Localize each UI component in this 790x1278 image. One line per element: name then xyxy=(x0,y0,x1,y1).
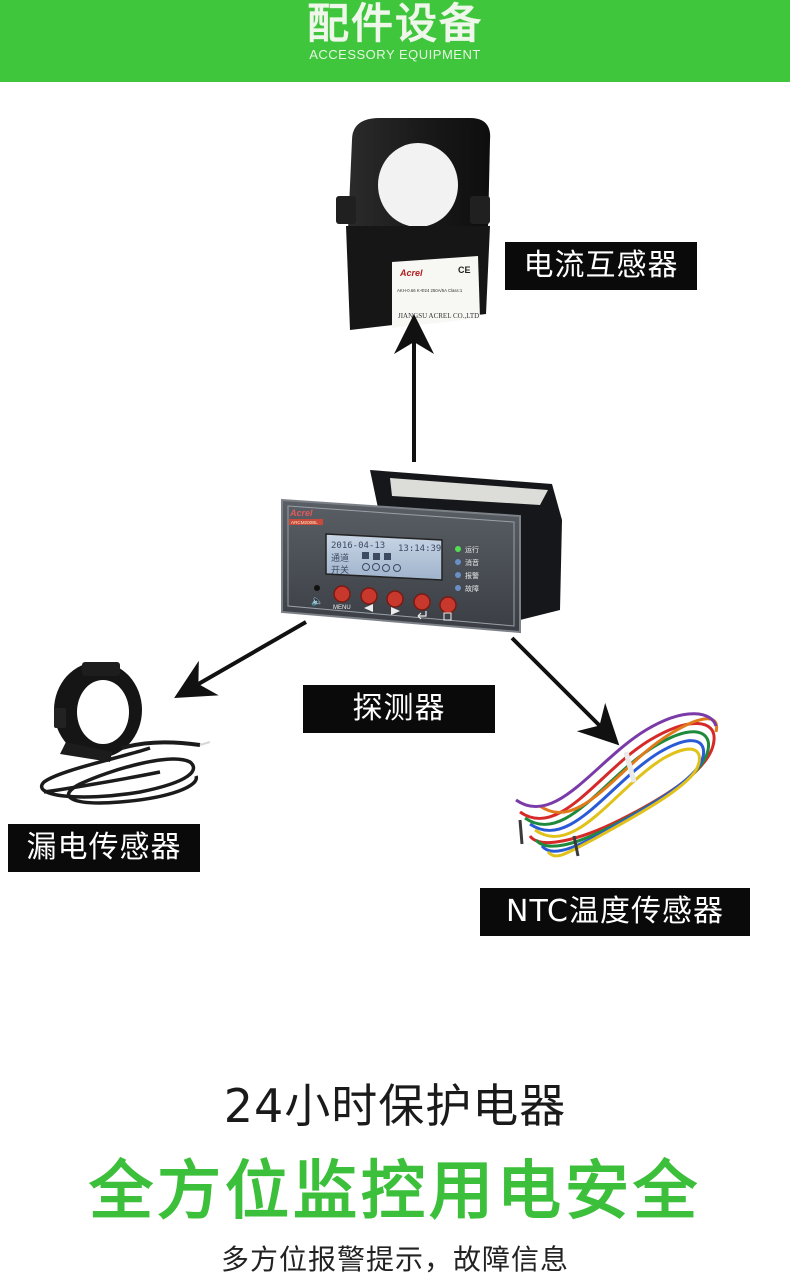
indicator-leds: 运行 消音 报警 故障 xyxy=(455,545,479,593)
ct-nameplate xyxy=(392,256,480,328)
ct-maker: JIANGSU ACREL CO.,LTD xyxy=(398,312,479,320)
buzzer-hole xyxy=(314,585,320,591)
label-detector: 探测器 xyxy=(303,685,495,733)
right-key xyxy=(386,590,404,608)
ct-ce-mark: CE xyxy=(458,265,471,275)
slogan-line3: 多方位报警提示，故障信息 xyxy=(220,1243,569,1276)
banner-title: 配件设备 xyxy=(306,0,483,48)
arrow-to-ntc-sensor xyxy=(510,636,620,746)
leakage-sensor-image xyxy=(40,662,211,805)
enter-key xyxy=(413,593,431,611)
indicator-run: 运行 xyxy=(465,545,479,554)
keypad: MENU xyxy=(333,585,457,621)
menu-key xyxy=(333,585,351,603)
reset-key xyxy=(439,596,457,614)
right-arrow-icon xyxy=(391,607,400,615)
left-key xyxy=(360,587,378,605)
header-banner: 配件设备 ACCESSORY EQUIPMENT xyxy=(0,0,790,82)
detector-brand: Acrel xyxy=(289,508,313,518)
left-arrow-icon xyxy=(364,604,373,612)
lcd-date: 2016-04-13 xyxy=(331,541,385,551)
menu-key-label: MENU xyxy=(333,605,351,611)
ct-brand: Acrel xyxy=(399,268,423,278)
indicator-mute: 消音 xyxy=(465,558,479,567)
slogan-line2: 全方位监控用电安全 xyxy=(89,1155,701,1229)
detector-model: ARCM200BL xyxy=(291,520,318,525)
label-ntc-sensor: NTC温度传感器 xyxy=(480,888,750,936)
ct-model-line: AKH-0.66 K-Φ24 250A/5A Class:1 xyxy=(397,288,463,293)
slogan-line1: 24小时保护电器 xyxy=(223,1079,567,1133)
accessory-diagram: Acrel CE AKH-0.66 K-Φ24 250A/5A Class:1 … xyxy=(40,118,719,858)
banner-subtitle: ACCESSORY EQUIPMENT xyxy=(309,47,481,62)
lcd-time: 13:14:39 xyxy=(398,544,441,554)
indicator-alarm: 报警 xyxy=(465,571,479,580)
reset-icon xyxy=(443,612,452,621)
detector-image: Acrel ARCM200BL 2016-04-13 13:14:39 通道 开… xyxy=(281,470,562,634)
label-current-transformer: 电流互感器 xyxy=(505,242,697,290)
speaker-icon: 🔈 xyxy=(311,596,323,607)
lcd-row1-label: 通道 xyxy=(331,552,349,564)
current-transformer-image: Acrel CE AKH-0.66 K-Φ24 250A/5A Class:1 … xyxy=(336,118,491,330)
label-leakage-sensor: 漏电传感器 xyxy=(8,824,200,872)
lcd-row2-label: 开关 xyxy=(331,564,349,576)
arrow-to-leakage-sensor xyxy=(174,620,307,698)
indicator-fault: 故障 xyxy=(465,584,479,593)
enter-icon xyxy=(417,611,427,620)
ntc-sensor-image xyxy=(515,712,719,858)
